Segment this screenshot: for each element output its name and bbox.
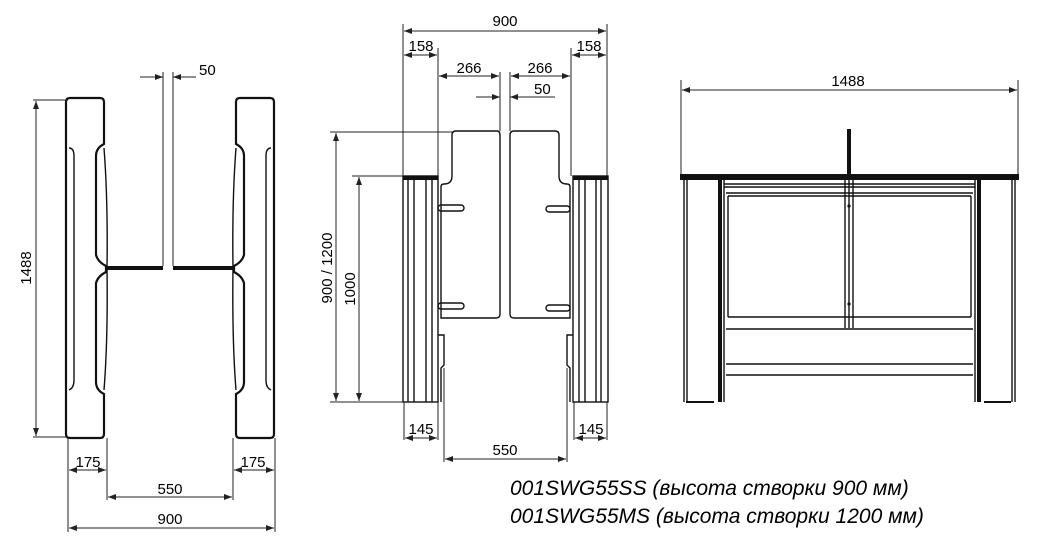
front-passage-label: 550	[492, 442, 517, 459]
right-end-cabinet	[974, 180, 1016, 403]
front-left-offset-label: 158	[408, 38, 433, 55]
front-leaf-height-label: 900 / 1200	[319, 233, 336, 304]
top-pedestal-left-label: 175	[75, 454, 100, 471]
left-post	[402, 175, 445, 403]
top-gap-label: 50	[199, 62, 216, 79]
left-end-cabinet	[683, 180, 725, 403]
front-post-left-label: 145	[408, 421, 433, 438]
model-caption-ms: 001SWG55MS (высота створки 1200 мм)	[510, 505, 924, 528]
front-gap-label: 50	[534, 81, 551, 98]
middle-frame	[724, 180, 975, 376]
right-pedestal	[232, 96, 276, 440]
side-length-label: 1488	[831, 73, 864, 90]
right-post	[566, 175, 609, 403]
top-width-label: 900	[157, 511, 182, 528]
front-width-label: 900	[492, 13, 517, 30]
left-leaf-panel	[440, 130, 501, 319]
model-caption-ss: 001SWG55SS (высота створки 900 мм)	[510, 477, 909, 500]
front-post-right-label: 145	[578, 421, 603, 438]
front-view: 900 158 158 266 266 50 900 / 1200 1000 1…	[319, 13, 609, 462]
front-leaf-left-label: 266	[456, 60, 481, 77]
front-right-offset-label: 158	[576, 38, 601, 55]
front-leaf-right-label: 266	[527, 60, 552, 77]
top-view: 50 1488 175 175 550 900	[18, 62, 276, 532]
front-cabinet-height-label: 1000	[342, 272, 359, 305]
top-length-label: 1488	[18, 251, 35, 284]
right-leaf-panel	[509, 130, 571, 319]
side-view: 1488	[680, 73, 1019, 403]
top-passage-label: 550	[157, 481, 182, 498]
left-pedestal	[64, 96, 108, 440]
top-pedestal-right-label: 175	[240, 454, 265, 471]
